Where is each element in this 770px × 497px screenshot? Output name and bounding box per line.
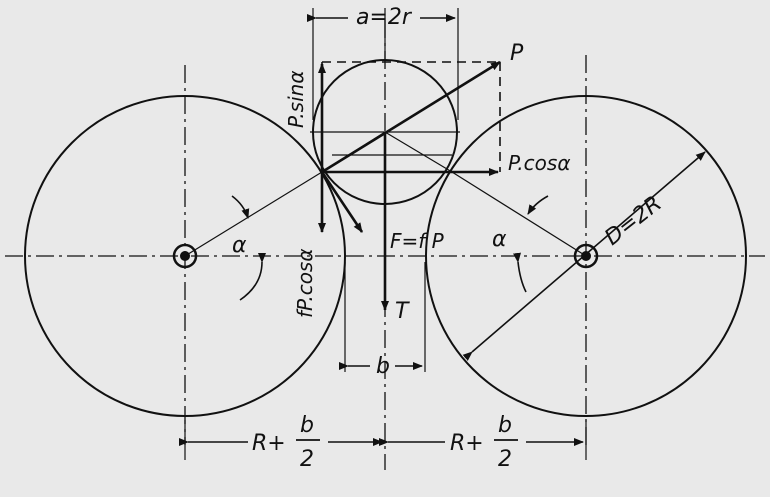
friction-arrow — [320, 171, 364, 233]
alpha-left-label: α — [232, 233, 247, 258]
dist-right-denominator: 2 — [498, 447, 512, 472]
alpha-left-arc — [231, 195, 250, 219]
gap-label: b — [376, 354, 390, 379]
force-p-arrow — [321, 60, 501, 174]
diameter-arrow — [462, 151, 706, 361]
force-p-label: P — [510, 41, 524, 66]
angle-markers — [231, 195, 549, 301]
dist-left-denominator: 2 — [300, 447, 314, 472]
left-radius-line — [184, 171, 323, 257]
alpha-left-lower-arc — [239, 252, 267, 301]
alpha-right-label: α — [492, 227, 507, 252]
fp-cos-label: fP.cosα — [293, 248, 317, 318]
p-cos-label: P.cosα — [508, 151, 571, 175]
thrust-label: T — [395, 299, 410, 324]
dist-right-prefix: R+ — [450, 431, 484, 456]
width-top-label: a=2r — [356, 5, 413, 30]
friction-label: F=f P — [390, 229, 445, 253]
dimension-lines — [179, 14, 584, 446]
dist-left-prefix: R+ — [252, 431, 286, 456]
alpha-right-lower-arc — [513, 252, 527, 293]
alpha-right-arc — [527, 195, 549, 215]
right-roller — [425, 95, 747, 417]
dist-right-numerator: b — [498, 413, 512, 438]
force-arrows — [318, 60, 501, 311]
left-hub-icon — [172, 243, 198, 269]
left-roller — [24, 95, 346, 417]
p-sin-label: P.sinα — [284, 71, 308, 129]
dist-left-numerator: b — [300, 413, 314, 438]
